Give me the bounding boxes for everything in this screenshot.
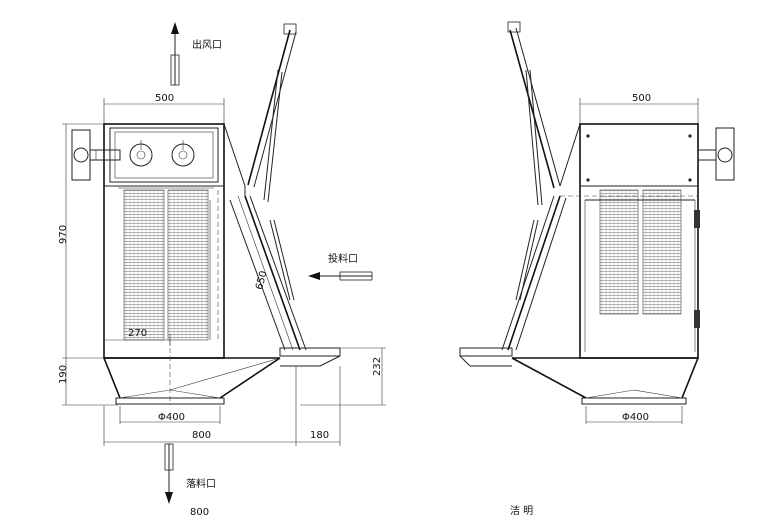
dim-970	[62, 123, 104, 359]
right-gas-spring	[507, 21, 561, 301]
dim-180-text: 180	[310, 430, 329, 441]
air-outlet-label: 出风口	[192, 38, 222, 51]
right-hopper	[511, 357, 699, 405]
left-dim-500-text: 500	[155, 93, 174, 104]
left-hopper	[103, 340, 281, 405]
discharge-arrow	[164, 443, 174, 504]
chute-650-text: 650	[254, 270, 270, 291]
feed-inlet-label: 投料口	[328, 252, 358, 265]
right-inlet-flange	[459, 347, 513, 367]
dim-400-right	[585, 406, 683, 424]
dim-270-text: 270	[128, 328, 147, 339]
bottom-800-text: 800	[190, 507, 209, 517]
left-inlet-flange	[279, 347, 341, 367]
right-chute	[501, 195, 567, 351]
dim-970-text: 970	[58, 225, 69, 244]
dim-800-180	[103, 366, 341, 446]
dim-400-right-text: Φ400	[622, 412, 649, 423]
right-view: 500	[459, 21, 735, 517]
air-outlet-arrow	[170, 22, 180, 86]
dim-232	[300, 347, 386, 406]
feed-inlet-arrow	[308, 271, 373, 281]
left-dim-500	[103, 98, 225, 124]
dim-400-left	[119, 406, 221, 424]
dim-270	[104, 334, 171, 346]
left-fan-window	[109, 127, 219, 183]
left-regulator	[71, 129, 121, 181]
right-dim-500	[579, 98, 699, 124]
right-dim-500-text: 500	[632, 93, 651, 104]
left-gas-spring	[247, 23, 297, 301]
left-filters	[118, 187, 214, 341]
bottom-cut-label: 洁 明	[510, 504, 533, 517]
dim-190-text: 190	[58, 365, 69, 384]
dim-400-left-text: Φ400	[158, 412, 185, 423]
right-regulator	[697, 127, 735, 181]
left-chute	[229, 195, 307, 351]
right-filters	[599, 189, 682, 315]
discharge-label: 落料口	[186, 477, 216, 490]
dim-800-text: 800	[192, 430, 211, 441]
dim-190	[62, 358, 118, 406]
dim-232-text: 232	[372, 357, 383, 376]
left-view: 出风口 500	[58, 22, 386, 518]
